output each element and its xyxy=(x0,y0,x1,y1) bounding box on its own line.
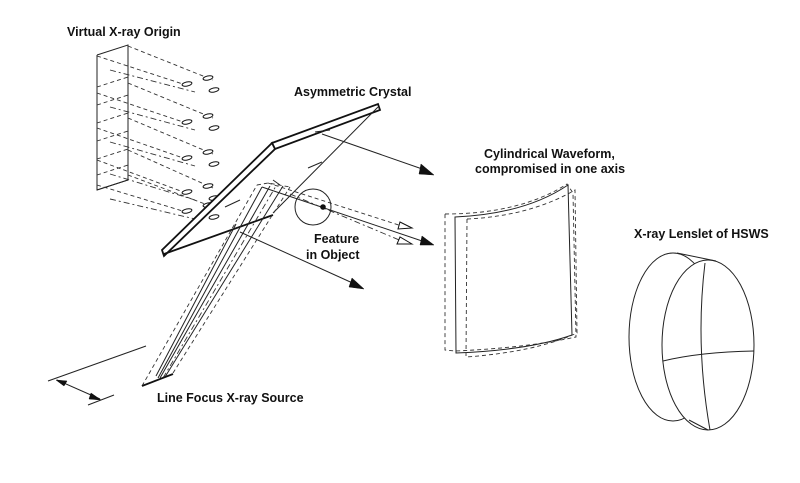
origin-ray-line xyxy=(96,55,187,86)
crystal-top-edge xyxy=(270,102,382,151)
line-focus-source: Line Focus X-ray Source xyxy=(141,373,304,405)
origin-box-outline xyxy=(96,44,129,191)
beam-line xyxy=(155,223,237,377)
origin-box-bottom xyxy=(96,179,129,191)
label-xray-lenslet: X-ray Lenslet of HSWS xyxy=(634,227,769,241)
feature-in-object: Feature in Object xyxy=(294,188,360,262)
label-asymmetric-crystal: Asymmetric Crystal xyxy=(294,85,411,99)
beam-line xyxy=(162,185,277,379)
origin-ray-line xyxy=(96,159,187,194)
output-beams xyxy=(239,133,435,290)
origin-ray-arrowhead xyxy=(202,149,214,155)
crystal-left-edge xyxy=(160,141,277,258)
feature-open-arrowhead xyxy=(396,236,414,245)
origin-box-grid-line xyxy=(96,130,129,142)
feature-ray xyxy=(261,186,429,244)
beam-line xyxy=(141,184,258,387)
dimension-extension-line xyxy=(47,345,147,382)
crystal-mark xyxy=(314,129,331,133)
beam-line xyxy=(172,186,291,374)
feature-circle xyxy=(294,188,332,226)
lenslet-top-edge xyxy=(676,252,717,262)
origin-ray-line xyxy=(96,92,187,124)
feature-ray xyxy=(267,182,406,228)
origin-ray-line xyxy=(109,198,196,220)
crystal-bottom-edge xyxy=(163,214,274,255)
dimension-arrowhead xyxy=(55,379,68,387)
origin-ray-line xyxy=(109,141,196,167)
feature-arrowhead xyxy=(419,235,435,246)
dimension-arrowhead xyxy=(88,392,102,401)
beam-line xyxy=(159,185,271,379)
crystal-mark xyxy=(307,161,323,169)
waveform-sheet-inner xyxy=(465,189,578,358)
virtual-xray-origin: Virtual X-ray Origin xyxy=(67,25,220,220)
origin-ray-arrowhead xyxy=(208,87,220,93)
origin-ray-arrowhead xyxy=(181,208,193,214)
origin-box-grid-line xyxy=(96,148,129,160)
beam-arrow-line xyxy=(321,133,429,172)
feature-dot xyxy=(320,204,326,210)
origin-ray-line xyxy=(109,69,196,93)
origin-rays xyxy=(96,45,220,220)
lenslet-front-face xyxy=(661,259,755,431)
origin-ray-line xyxy=(127,117,214,155)
origin-ray-line xyxy=(127,82,214,119)
beam-line xyxy=(157,186,263,379)
crystal-mark xyxy=(224,199,241,208)
origin-box-grid-line xyxy=(96,76,129,88)
beam-top xyxy=(272,179,281,186)
origin-ray-line xyxy=(109,173,196,201)
origin-box-grid-line xyxy=(96,164,129,176)
lenslet-bottom-edge xyxy=(688,419,709,431)
source-line xyxy=(141,373,174,387)
origin-ray-arrowhead xyxy=(181,119,193,125)
origin-ray-arrowhead xyxy=(208,125,220,131)
origin-ray-line xyxy=(127,174,214,208)
lenslet-horizontal-meridian xyxy=(662,350,755,362)
waveform-sheet-back xyxy=(444,183,577,352)
origin-box-grid-line xyxy=(96,94,129,106)
beam-top xyxy=(256,182,291,188)
crystal-right-edge xyxy=(272,106,379,214)
beam-arrow-line xyxy=(239,231,358,286)
feature-open-arrowhead xyxy=(397,221,414,230)
origin-ray-arrowhead xyxy=(202,75,214,81)
origin-box-grid-line xyxy=(96,112,129,124)
label-feature-line1: Feature xyxy=(314,232,359,246)
label-waveform-line2: compromised in one axis xyxy=(475,162,625,176)
label-line-focus-source: Line Focus X-ray Source xyxy=(157,391,304,405)
incident-beam xyxy=(141,179,291,387)
origin-ray-arrowhead xyxy=(202,113,214,119)
origin-ray-arrowhead xyxy=(181,155,193,161)
feature-ray xyxy=(289,193,405,243)
origin-ray-line xyxy=(96,127,187,160)
origin-ray-line xyxy=(109,106,196,131)
asymmetric-crystal: Asymmetric Crystal xyxy=(160,85,411,258)
origin-ray-arrowhead xyxy=(202,183,214,189)
cylindrical-waveform: Cylindrical Waveform, compromised in one… xyxy=(444,147,625,358)
waveform-sheet-front xyxy=(454,184,573,354)
lenslet-vertical-meridian xyxy=(700,262,711,431)
origin-ray-line xyxy=(127,149,214,189)
label-feature-line2: in Object xyxy=(306,248,360,262)
label-virtual-xray-origin: Virtual X-ray Origin xyxy=(67,25,181,39)
origin-ray-arrowhead xyxy=(208,161,220,167)
source-width-dimension xyxy=(47,345,147,406)
label-waveform-line1: Cylindrical Waveform, xyxy=(484,147,615,161)
beam-line xyxy=(164,185,284,378)
beam-arrowhead xyxy=(418,163,435,176)
origin-ray-arrowhead xyxy=(181,81,193,87)
origin-ray-arrowhead xyxy=(208,214,220,220)
origin-ray-line xyxy=(96,184,187,213)
origin-ray-arrowhead xyxy=(181,189,193,195)
origin-ray-line xyxy=(127,45,214,81)
xray-lenslet: X-ray Lenslet of HSWS xyxy=(628,227,769,431)
beam-arrowhead xyxy=(348,277,365,290)
